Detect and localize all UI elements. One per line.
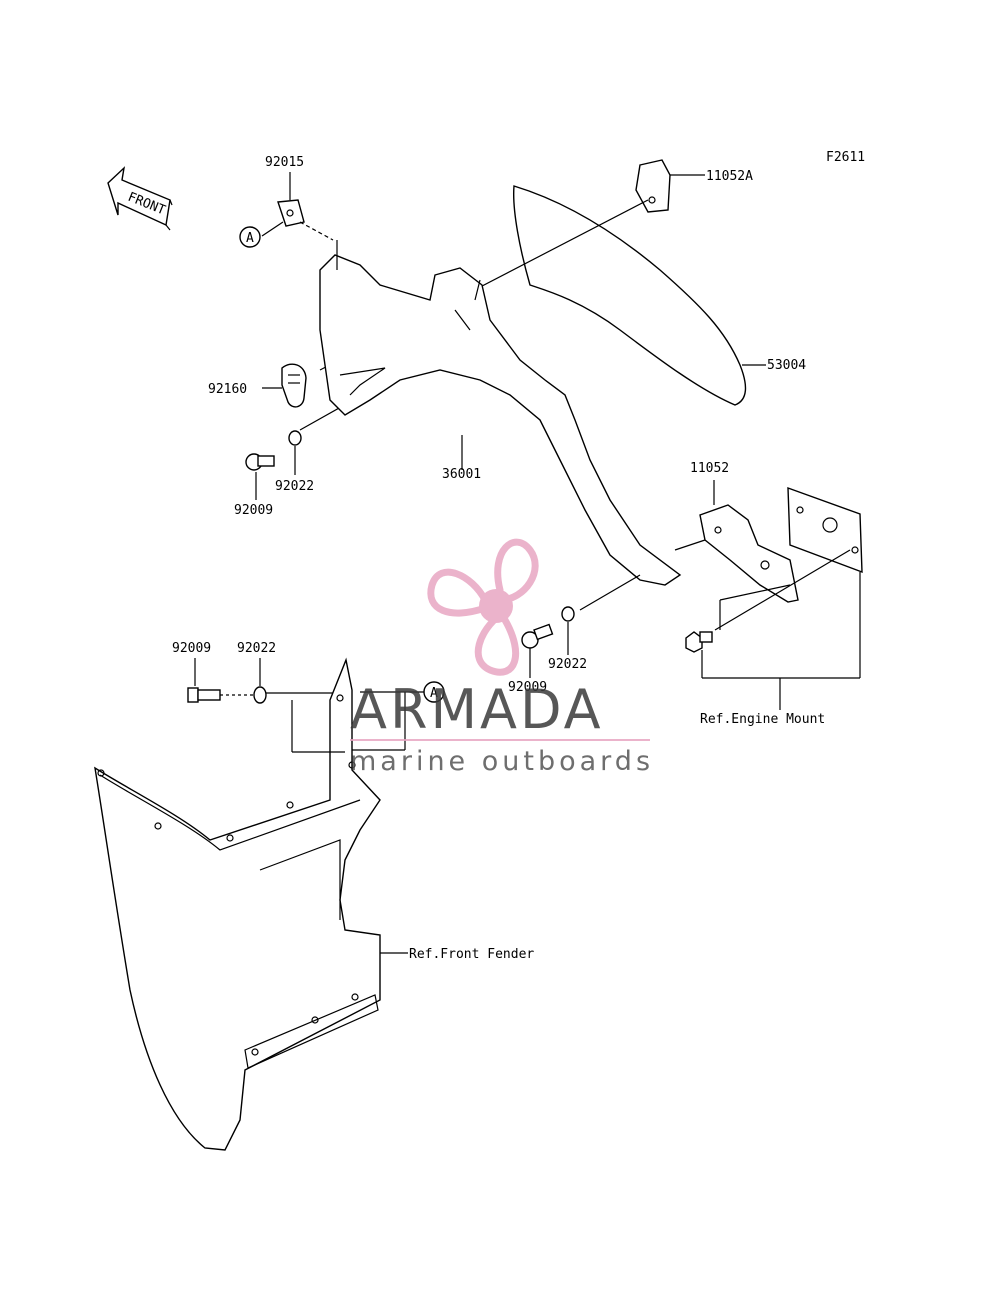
washer-92022-top <box>288 430 302 475</box>
leader-line-92022-mid <box>579 574 641 611</box>
watermark-tagline: marine outboards <box>350 746 654 777</box>
part-label-11052A: 11052A <box>706 169 753 184</box>
side-cover-36001 <box>319 240 682 586</box>
part-label-36001: 36001 <box>442 467 481 482</box>
armada-logo: ARMADA marine outboards <box>350 538 654 777</box>
part-label-92009-top: 92009 <box>234 503 273 518</box>
front-arrow-icon: FRONT <box>107 166 173 231</box>
ref-engine-mount: Ref.Engine Mount <box>700 712 825 727</box>
front-fender <box>94 657 408 1151</box>
part-label-92015: 92015 <box>265 155 304 170</box>
figure-id: F2611 <box>826 150 865 165</box>
part-label-11052: 11052 <box>690 461 729 476</box>
part-label-53004: 53004 <box>767 358 806 373</box>
part-label-92022-top: 92022 <box>275 479 314 494</box>
part-label-92009-mid: 92009 <box>508 680 547 695</box>
bracket-11052A <box>635 159 705 213</box>
watermark-brand: ARMADA <box>350 678 604 741</box>
ref-front-fender: Ref.Front Fender <box>409 947 534 962</box>
svg-text:A: A <box>430 686 438 701</box>
bracket-11052 <box>674 480 799 603</box>
washer-92022-mid <box>561 606 575 655</box>
bolt-92009-top <box>245 453 275 500</box>
part-label-92009-left: 92009 <box>172 641 211 656</box>
callout-a-top: A <box>239 226 261 248</box>
washer-92022-left <box>220 658 342 704</box>
guard-53004 <box>512 185 766 406</box>
part-label-92022-mid: 92022 <box>548 657 587 672</box>
bolt-92009-mid <box>521 623 554 678</box>
callout-a-lower: A <box>350 681 445 751</box>
bolt-engine-mount <box>685 631 713 653</box>
grommet-92160 <box>262 363 307 408</box>
engine-mount-plate <box>701 486 863 710</box>
part-label-92022-left: 92022 <box>237 641 276 656</box>
propeller-icon <box>427 538 539 676</box>
clip-92015 <box>261 172 334 241</box>
part-label-92160: 92160 <box>208 382 247 397</box>
bolt-92009-left <box>187 658 221 703</box>
svg-text:A: A <box>246 231 254 246</box>
